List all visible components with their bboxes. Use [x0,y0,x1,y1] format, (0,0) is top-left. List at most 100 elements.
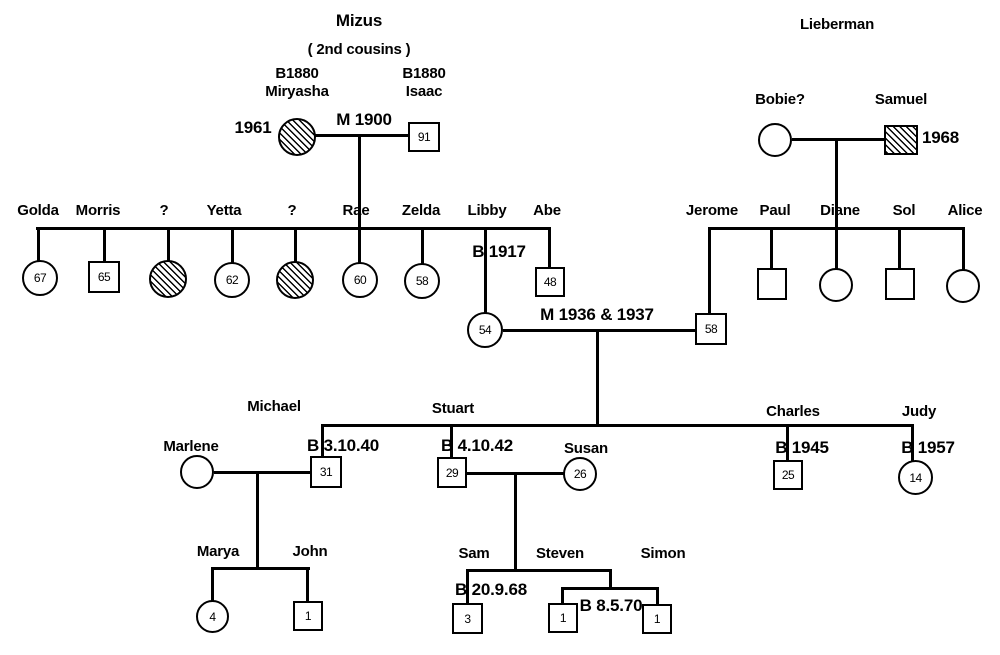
connector-line [167,228,170,262]
connector-line [421,228,424,265]
family-title-lieberman: Lieberman [799,16,875,33]
person-john-name: John [292,543,328,560]
connector-line [450,425,453,459]
connector-line [358,228,361,264]
person-judy-name: Judy [901,403,937,420]
person-jerome-name: Jerome [685,202,739,219]
person-samuel-node [884,125,918,155]
person-abe-node: 48 [535,267,565,297]
person-stuart-node: 29 [437,457,467,488]
person-alice-node [946,269,980,303]
connector-line [596,330,599,425]
connector-line [211,567,310,570]
person-marlene-name: Marlene [163,438,219,455]
person-marya-age: 4 [209,609,216,624]
connector-line [214,471,311,474]
person-rae-name: Rae [342,202,370,219]
connector-line [294,228,297,263]
person-miryasha-death: 1961 [234,118,272,137]
person-sol-node [885,268,915,300]
person-libby-age: 54 [478,323,492,337]
person-isaac-birth: B1880 [402,65,446,82]
connector-line [484,228,487,314]
person-sol-name: Sol [892,202,916,219]
person-simon-name: Simon [640,545,686,562]
twin-bracket-line [561,587,659,590]
connector-line [211,568,214,602]
person-sam-age: 3 [464,611,471,626]
connector-line [548,228,551,269]
person-diane-name: Diane [820,202,860,219]
person-yetta-node: 62 [214,262,250,298]
connector-line [609,570,612,590]
connector-line [786,425,789,462]
person-charles-name: Charles [766,403,820,420]
person-golda-age: 67 [33,271,47,285]
connector-line [656,588,659,606]
connector-line [358,136,361,228]
person-morris-name: Morris [75,202,121,219]
person-stuart-birth: B 4.10.42 [441,436,513,455]
person-steven-node: 1 [548,603,578,633]
person-paul-name: Paul [759,202,791,219]
person-susan-age: 26 [573,467,587,481]
person-judy-age: 14 [909,470,922,485]
person-isaac-node: 91 [408,122,440,152]
person-unknown1-name: ? [159,202,169,219]
person-unknown1-node [149,260,187,298]
connector-line [321,425,324,458]
person-charles-birth: B 1945 [775,438,829,457]
person-michael-node: 31 [310,456,342,488]
connector-line [503,329,695,332]
person-miryasha-birth: B1880 [275,65,319,82]
family-title-mizus: Mizus [335,11,383,30]
person-bobie-name: Bobie? [755,91,805,108]
connector-line [911,425,914,462]
connector-line [792,138,885,141]
marriage-label-m1936: M 1936 & 1937 [540,305,654,324]
person-isaac-age: 91 [417,130,431,144]
person-morris-node: 65 [88,261,120,293]
connector-line [898,228,901,270]
person-jerome-age: 58 [704,322,718,336]
person-libby-name: Libby [467,202,507,219]
person-libby-node: 54 [467,312,503,348]
person-sam-node: 3 [452,603,483,634]
person-john-node: 1 [293,601,323,631]
person-zelda-node: 58 [404,263,440,299]
person-yetta-name: Yetta [206,202,242,219]
person-golda-node: 67 [22,260,58,296]
connector-line [306,568,309,603]
connector-line [835,228,838,270]
person-abe-age: 48 [543,275,557,289]
person-bobie-node [758,123,792,157]
person-isaac-name: Isaac [405,83,443,100]
connector-line [103,228,106,263]
connector-line [256,472,259,568]
twins-birth-label: B 8.5.70 [579,596,643,615]
person-samuel-death: 1968 [922,128,960,147]
person-simon-age: 1 [653,612,661,626]
family-subtitle-mizus: ( 2nd cousins ) [307,41,411,58]
connector-line [37,228,40,262]
person-charles-age: 25 [781,468,795,482]
person-unknown2-name: ? [287,202,297,219]
person-sam-name: Sam [458,545,490,562]
connector-line [321,424,914,427]
person-golda-name: Golda [17,202,59,219]
person-michael-birth: B 3.10.40 [307,436,379,455]
connector-line [770,228,773,270]
person-unknown2-node [276,261,314,299]
person-alice-name: Alice [947,202,983,219]
person-paul-node [757,268,787,300]
person-stuart-name: Stuart [431,400,475,417]
person-judy-birth: B 1957 [901,438,955,457]
person-jerome-node: 58 [695,313,727,345]
person-simon-node: 1 [642,604,672,634]
person-susan-node: 26 [563,457,597,491]
person-john-age: 1 [304,609,312,623]
person-marlene-node [180,455,214,489]
person-samuel-name: Samuel [874,91,928,108]
person-michael-name: Michael [247,398,301,415]
